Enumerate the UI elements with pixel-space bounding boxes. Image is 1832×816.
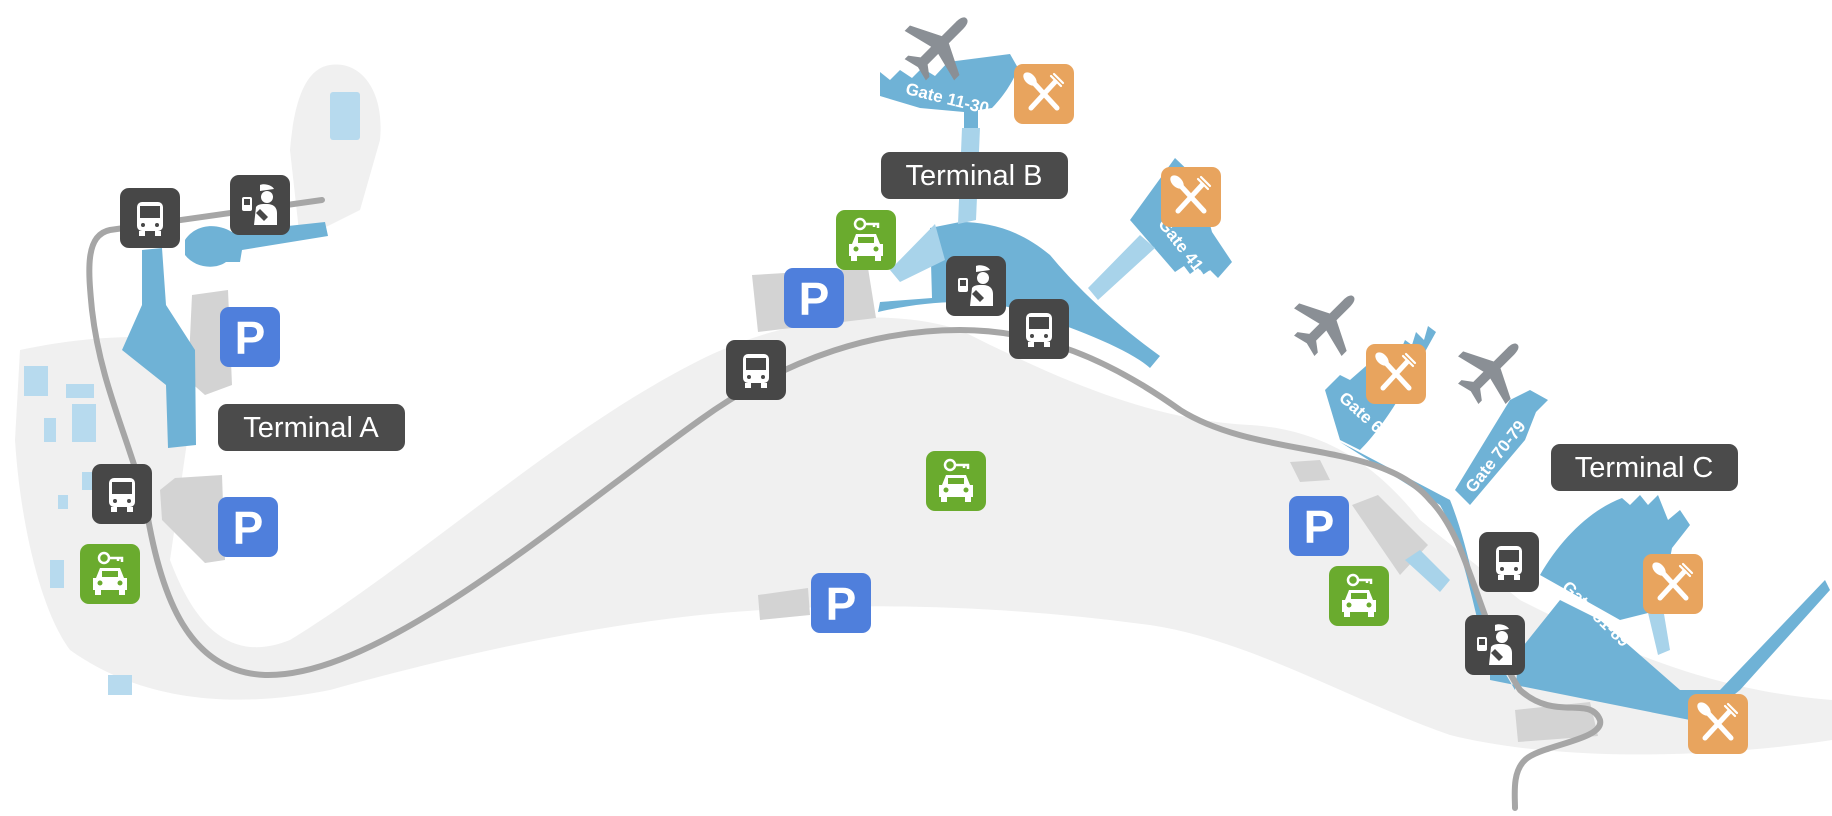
terminal-a-label[interactable]: Terminal A (218, 404, 405, 451)
airplanes (904, 17, 1519, 404)
terminal-c-label[interactable]: Terminal C (1551, 444, 1738, 491)
car-rental-icon[interactable] (78, 542, 142, 606)
parking-icon[interactable] (220, 307, 280, 367)
terminal-b-label-text: Terminal B (906, 160, 1043, 192)
small-structures (24, 92, 360, 695)
restaurant-icon[interactable] (1014, 64, 1074, 124)
terminal-a-pier (185, 222, 328, 267)
terminal-a-label-text: Terminal A (243, 412, 379, 444)
car-rental-icon[interactable] (1327, 564, 1391, 628)
terminal-c-gate-70-79 (1455, 390, 1548, 505)
bus-stop-icon[interactable] (1009, 299, 1069, 359)
car-rental-icon[interactable] (834, 208, 898, 272)
bus-stop-icon[interactable] (120, 188, 180, 248)
parking-icon[interactable] (784, 268, 844, 328)
terminal-labels: Terminal A Terminal B Terminal C (218, 152, 1738, 491)
terminal-c-label-text: Terminal C (1575, 452, 1714, 484)
airplane-icon (904, 17, 968, 81)
restaurant-icon[interactable] (1688, 694, 1748, 754)
restaurant-icon[interactable] (1643, 554, 1703, 614)
restaurant-icon[interactable] (1161, 167, 1221, 227)
customs-officer-icon[interactable] (1465, 615, 1525, 675)
car-rental-icon[interactable] (924, 449, 988, 513)
parking-icon[interactable] (811, 573, 871, 633)
customs-officer-icon[interactable] (946, 256, 1006, 316)
terminal-b-gate-11-30 (880, 54, 1018, 128)
airplane-icon (1458, 343, 1519, 404)
buildings (160, 268, 1598, 742)
parking-icon[interactable] (1289, 496, 1349, 556)
customs-officer-icon[interactable] (230, 175, 290, 235)
restaurant-icon[interactable] (1366, 344, 1426, 404)
bus-stop-icon[interactable] (92, 464, 152, 524)
airplane-icon (1294, 295, 1355, 356)
terminal-b-building (878, 222, 1160, 368)
bus-stop-icon[interactable] (1479, 532, 1539, 592)
parking-icon[interactable] (218, 497, 278, 557)
terminal-b-label[interactable]: Terminal B (881, 152, 1068, 199)
terminal-a-building (122, 248, 196, 448)
bus-stop-icon[interactable] (726, 340, 786, 400)
